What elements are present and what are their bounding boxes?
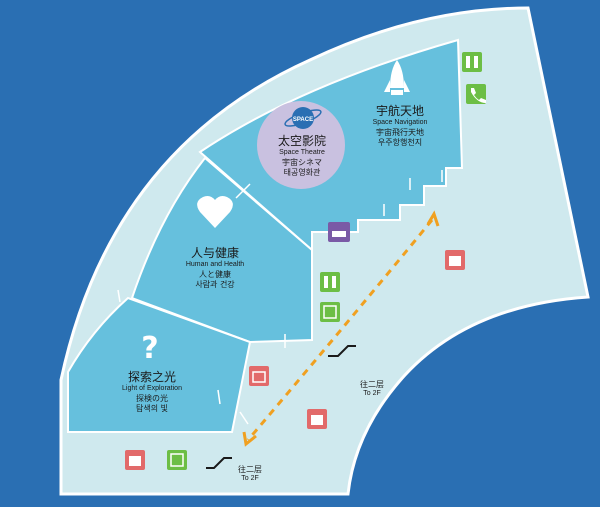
escalator-label-en: To 2F bbox=[241, 475, 259, 482]
escalator-label-upper: 往二层 To 2F bbox=[354, 380, 390, 399]
zone-name-ko: 탐색의 빛 bbox=[136, 403, 168, 413]
elevator-icon[interactable] bbox=[320, 302, 340, 322]
first-aid-icon[interactable] bbox=[307, 409, 327, 429]
label-space-navigation: 宇航天地 Space Navigation 宇宙飛行天地 우주항행천지 bbox=[362, 104, 438, 148]
escalator-label-zh: 往二层 bbox=[238, 465, 262, 474]
zone-name-ko: 우주항행천지 bbox=[377, 137, 423, 147]
route-arrow-down bbox=[242, 431, 257, 447]
space-badge-icon: SPACE bbox=[284, 107, 322, 129]
escalator-label-en: To 2F bbox=[363, 390, 381, 397]
zone-name-zh: 人与健康 bbox=[190, 246, 239, 260]
route-line bbox=[246, 219, 434, 441]
space-badge-label: SPACE bbox=[293, 117, 313, 123]
first-aid-icon[interactable] bbox=[445, 250, 465, 270]
theatre-disc[interactable] bbox=[257, 101, 345, 189]
rocket-icon bbox=[384, 60, 410, 95]
escalator-label-zh: 往二层 bbox=[360, 380, 384, 389]
gift-shop-icon[interactable] bbox=[249, 366, 269, 386]
zone-name-ja: 宇宙シネマ bbox=[282, 157, 322, 167]
zone-name-ja: 人と健康 bbox=[199, 269, 231, 279]
zone-name-zh: 太空影院 bbox=[277, 134, 326, 148]
elevator-icon[interactable] bbox=[167, 450, 187, 470]
zone-name-en: Space Navigation bbox=[372, 119, 428, 126]
zone-name-zh: 宇航天地 bbox=[375, 104, 424, 118]
zone-name-ja: 探検の光 bbox=[136, 393, 168, 403]
zone-name-zh: 探索之光 bbox=[127, 370, 176, 384]
first-aid-icon[interactable] bbox=[125, 450, 145, 470]
info-desk-icon[interactable] bbox=[328, 222, 350, 242]
passage-arrows bbox=[117, 170, 443, 425]
escalator-label-lower: 往二层 To 2F bbox=[232, 465, 268, 484]
hall-human-health[interactable] bbox=[130, 156, 313, 344]
label-human-health: 人与健康 Human and Health 人と健康 사람과 건강 bbox=[175, 246, 255, 290]
zone-name-ko: 태공영화관 bbox=[283, 167, 321, 177]
zone-name-ja: 宇宙飛行天地 bbox=[376, 127, 424, 137]
label-space-theatre: 太空影院 Space Theatre 宇宙シネマ 태공영화관 bbox=[266, 134, 338, 178]
zone-name-en: Space Theatre bbox=[279, 149, 325, 156]
escalator-icon[interactable] bbox=[206, 457, 232, 469]
restroom-icon[interactable] bbox=[462, 52, 482, 72]
route-arrow-up bbox=[426, 210, 440, 227]
zone-name-en: Human and Health bbox=[185, 261, 245, 268]
escalator-icon[interactable] bbox=[328, 345, 356, 357]
restroom-icon[interactable] bbox=[320, 272, 340, 292]
heart-icon bbox=[197, 196, 233, 228]
telephone-icon[interactable] bbox=[466, 84, 486, 104]
zone-name-ko: 사람과 건강 bbox=[195, 279, 235, 289]
question-icon: ? bbox=[141, 331, 158, 366]
zone-name-en: Light of Exploration bbox=[122, 385, 182, 392]
hall-exploration[interactable] bbox=[67, 296, 252, 433]
label-exploration: 探索之光 Light of Exploration 探検の光 탐색의 빛 bbox=[112, 370, 192, 414]
